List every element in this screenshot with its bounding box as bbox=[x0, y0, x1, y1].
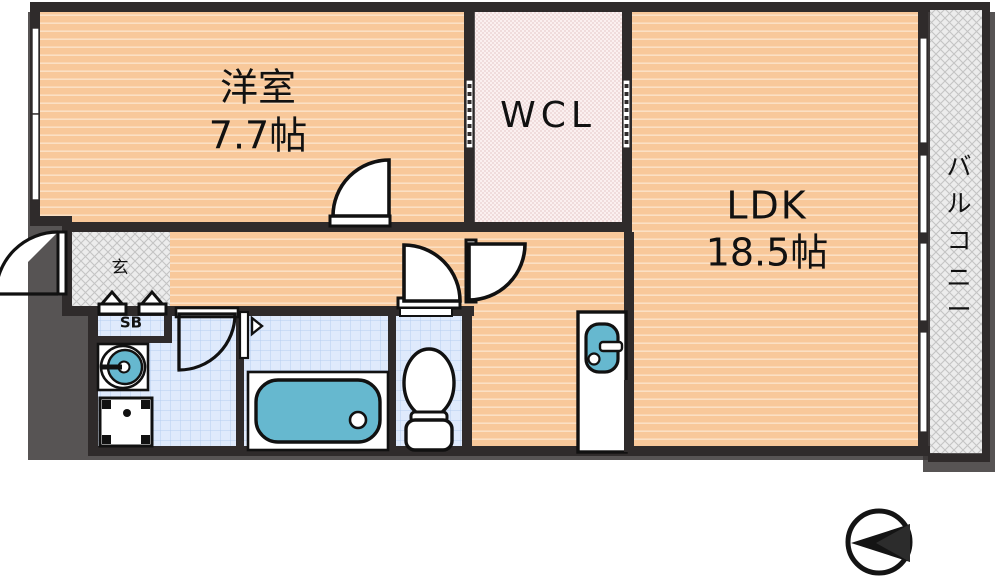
wall-washroom-bath-divider bbox=[236, 316, 244, 452]
wall-exterior-bottom bbox=[88, 446, 930, 456]
kitchen-sink-unit[interactable] bbox=[576, 310, 632, 454]
toilet[interactable] bbox=[402, 347, 456, 452]
label-balcony-char-1: バ bbox=[946, 152, 971, 181]
label-bedroom-size: 7.7帖 bbox=[209, 114, 307, 158]
wall-shoebox-bottom bbox=[96, 336, 172, 343]
label-ldk-name: LDK bbox=[726, 184, 807, 228]
room-labels: 洋室 7.7帖 WCL LDK 18.5帖 玄 SB バ ル コ ニ ー bbox=[112, 66, 972, 332]
wall-exterior-top bbox=[30, 2, 930, 12]
label-entrance: 玄 bbox=[112, 258, 129, 278]
label-balcony-char-3: コ bbox=[946, 226, 971, 255]
shoebox-unit[interactable] bbox=[96, 289, 168, 316]
room-ldk[interactable] bbox=[632, 6, 922, 453]
ldk-door[interactable] bbox=[464, 238, 527, 304]
washbasin-vanity[interactable] bbox=[96, 342, 150, 392]
wall-wcl-south bbox=[464, 222, 632, 232]
entrance-door[interactable] bbox=[0, 230, 68, 296]
toilet-door[interactable] bbox=[399, 307, 453, 317]
windows bbox=[31, 27, 928, 433]
wall-bath-toilet-divider bbox=[388, 316, 396, 452]
wall-toilet-east bbox=[462, 306, 472, 456]
wcl-door-rails[interactable] bbox=[465, 79, 631, 149]
label-balcony-char-4: ニ bbox=[946, 263, 971, 292]
room-bedroom[interactable] bbox=[36, 6, 468, 226]
label-balcony-char-5: ー bbox=[946, 295, 971, 324]
label-bedroom-name: 洋室 bbox=[220, 66, 296, 110]
wall-balcony-bottom bbox=[928, 454, 990, 462]
wall-bedroom-south bbox=[62, 222, 474, 232]
label-ldk-size: 18.5帖 bbox=[706, 231, 829, 275]
wall-bedroom-notch-h bbox=[30, 216, 72, 226]
washing-machine-space[interactable] bbox=[98, 396, 154, 448]
label-balcony: バ ル コ ニ ー bbox=[946, 152, 971, 324]
balcony-sliding-doors[interactable] bbox=[919, 37, 928, 433]
wall-shoebox-right bbox=[164, 306, 172, 342]
bathroom-door[interactable] bbox=[238, 310, 264, 360]
washroom-door[interactable] bbox=[174, 306, 240, 372]
room-wcl[interactable] bbox=[475, 6, 625, 226]
bathtub[interactable] bbox=[246, 370, 390, 452]
wall-entrance-bottom bbox=[62, 306, 112, 316]
room-balcony[interactable] bbox=[930, 6, 988, 453]
wall-balcony-right bbox=[982, 2, 990, 462]
label-wcl: WCL bbox=[500, 95, 596, 136]
bedroom-window-west[interactable] bbox=[31, 27, 40, 201]
fixtures bbox=[96, 310, 632, 454]
label-balcony-char-2: ル bbox=[946, 189, 971, 218]
wall-balcony-top bbox=[928, 2, 990, 10]
doors bbox=[0, 158, 527, 372]
wall-corridor-east bbox=[624, 232, 634, 454]
wall-hallway-south bbox=[98, 306, 474, 316]
wall-exterior-left-lower bbox=[88, 306, 98, 456]
bedroom-door[interactable] bbox=[328, 158, 392, 228]
label-shoebox: SB bbox=[120, 314, 142, 332]
north-arrow bbox=[845, 508, 913, 576]
